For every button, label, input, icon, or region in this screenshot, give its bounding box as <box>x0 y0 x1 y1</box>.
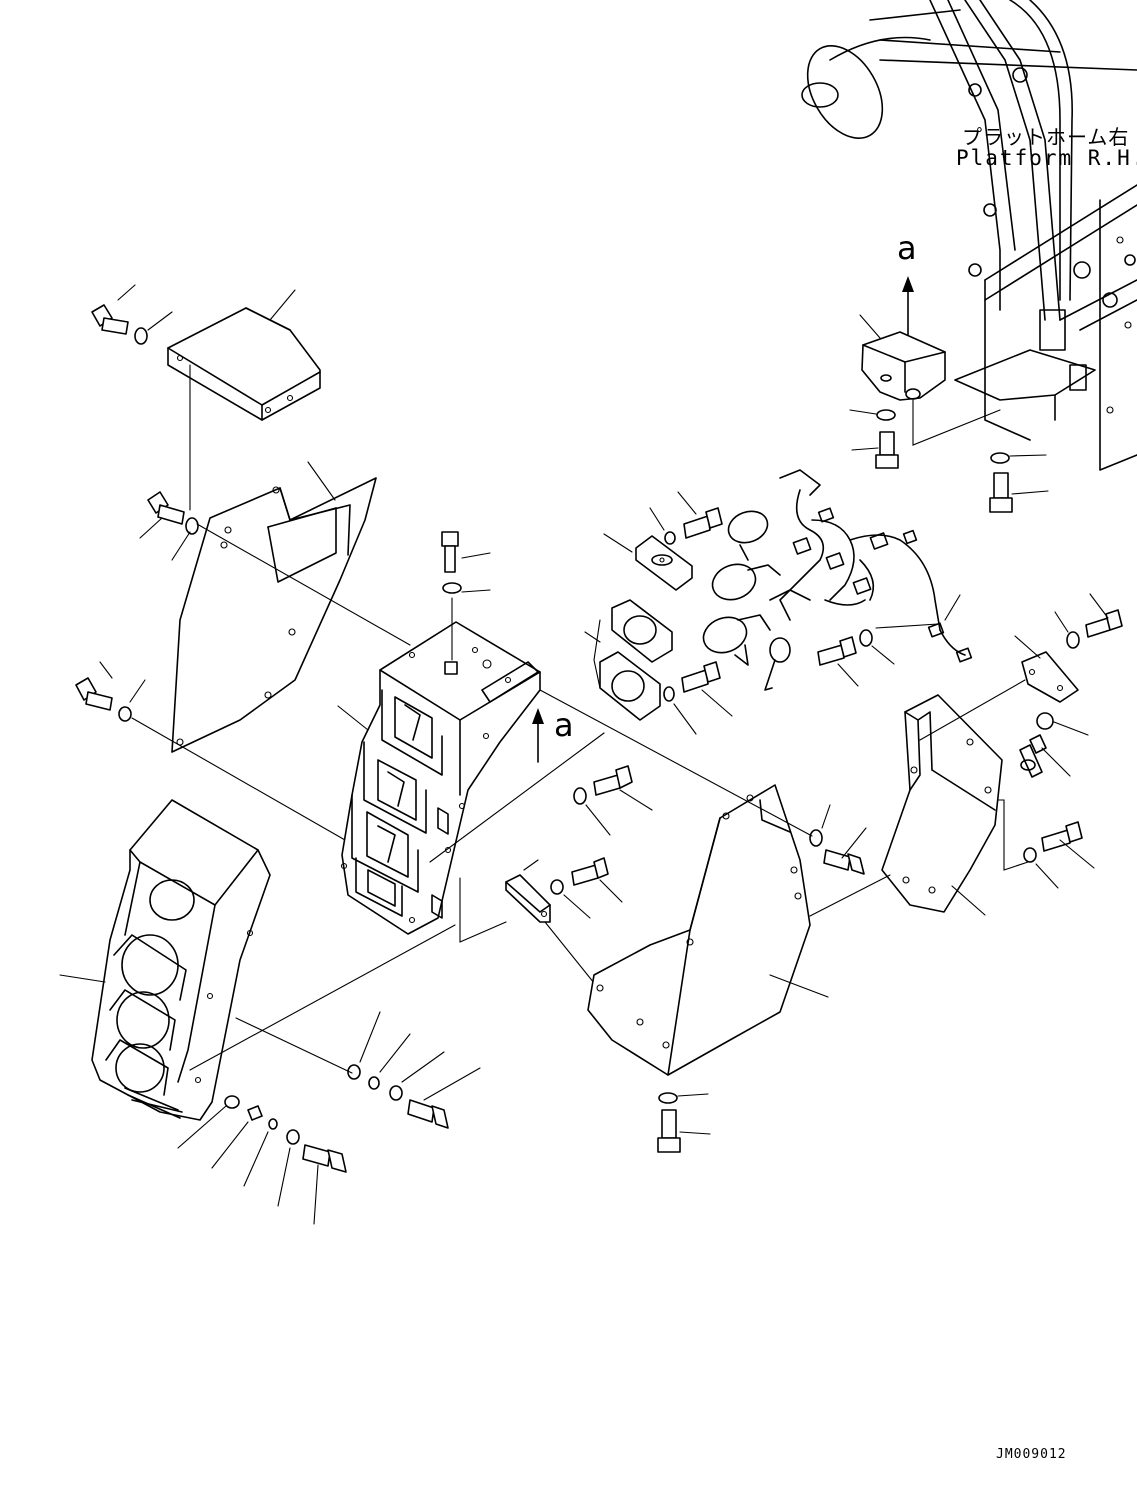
washer-bracket-small <box>550 879 564 895</box>
bolt-bracket-plate <box>571 857 609 886</box>
bolt-center-lower <box>407 1099 449 1129</box>
bolt-left-mid-2 <box>75 677 113 711</box>
washer-right-2 <box>1036 712 1054 730</box>
washer-gauge-1 <box>664 531 676 545</box>
gasket-plate-double <box>593 599 673 721</box>
washer-center-3 <box>389 1085 403 1101</box>
bolt-bracket-small <box>875 431 899 469</box>
top-cover-plate <box>167 307 321 421</box>
bolt-rh <box>989 472 1013 513</box>
lower-right-bracket-large <box>587 784 811 1076</box>
bolt-housing <box>302 1144 347 1173</box>
washer-center-mid <box>573 787 587 805</box>
nut-housing <box>247 1105 263 1121</box>
bolt-gauge-2 <box>681 661 721 693</box>
small-bracket-plate <box>505 874 551 923</box>
washer-rh <box>990 452 1010 464</box>
washer-lower-right <box>658 1092 678 1104</box>
left-side-panel <box>171 477 377 753</box>
washer-right-mid <box>809 829 823 847</box>
bolt-center-mid <box>593 765 633 796</box>
bolt-left-mid-1 <box>147 491 185 525</box>
center-frame-bracket <box>340 621 541 935</box>
view-label-a-top: a <box>897 229 917 267</box>
washer-center-top <box>442 582 462 594</box>
bolt-right-3 <box>1041 821 1083 852</box>
bolt-right-mid <box>823 849 865 875</box>
bolt-gauge-1 <box>683 507 723 539</box>
bolt-lower-right <box>657 1109 681 1153</box>
washer-housing-1 <box>224 1095 240 1109</box>
washer-harness <box>859 629 873 647</box>
platform-rh-assembly <box>801 0 1137 471</box>
gauge-wiring-harness <box>702 469 973 691</box>
drawing-number: JM009012 <box>996 1447 1067 1462</box>
mount-bracket-small <box>861 331 946 401</box>
washer-center-2 <box>368 1076 380 1090</box>
washer-housing-3 <box>286 1129 300 1145</box>
bolt-top-left <box>91 304 129 335</box>
gauge-cover-housing <box>91 799 271 1121</box>
bolt-harness <box>817 636 857 666</box>
platform-rh-label-jp: プラットホーム右 <box>962 125 1130 149</box>
washer-left-mid-1 <box>185 517 199 535</box>
washer-center-1 <box>347 1064 361 1080</box>
washer-gauge-2 <box>663 686 675 702</box>
bolt-right-2 <box>1019 734 1047 778</box>
washer-right-top <box>1066 631 1080 649</box>
bolt-right-top <box>1085 609 1123 638</box>
bolt-center-top <box>441 531 459 573</box>
washer-top-left <box>134 327 148 345</box>
washer-left-mid-2 <box>118 706 132 722</box>
washer-housing-2 <box>268 1118 278 1130</box>
gasket-plate-single <box>635 535 693 591</box>
view-label-a-mid: a <box>554 706 574 744</box>
washer-right-3 <box>1023 847 1037 863</box>
small-right-plate <box>1021 651 1079 703</box>
platform-rh-label-en: Platform R.H. <box>956 146 1137 170</box>
